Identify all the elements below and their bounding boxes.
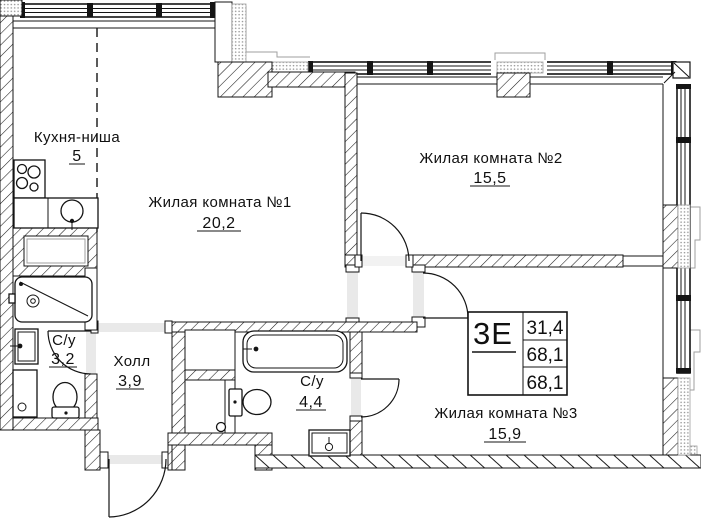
- pipe-riser-icon: [215, 421, 227, 433]
- corner-top-right: [663, 61, 691, 84]
- window-top-left: [13, 2, 232, 29]
- door-bath2: [360, 378, 400, 418]
- room1-area: 20,2: [202, 215, 235, 232]
- stamp-total-area-final: 68,1: [527, 373, 564, 394]
- shower-bath-icon: [8, 276, 93, 323]
- washing-machine-2-icon: [308, 429, 351, 457]
- bath1-label: С/у: [52, 332, 76, 349]
- room2-label: Жилая комната №2: [419, 150, 562, 167]
- bathtub-icon: [242, 330, 348, 373]
- toilet-icon: [51, 381, 80, 419]
- openings-layer: [86, 256, 424, 464]
- bath2-area: 4,4: [299, 394, 323, 411]
- stamp-total-area: 68,1: [527, 345, 564, 366]
- washbasin-icon: [10, 328, 39, 365]
- room1-label: Жилая комната №1: [148, 194, 291, 211]
- labels-layer: Кухня-ниша 5 Жилая комната №1 20,2 Жилая…: [34, 129, 577, 443]
- fixtures-layer: [8, 159, 351, 457]
- doors-layer: [47, 212, 469, 518]
- stamp-living-area: 31,4: [527, 318, 564, 339]
- stamp-apartment-type: 3Е: [473, 316, 513, 351]
- bath2-label: С/у: [300, 373, 324, 390]
- apartment-stamp: 3Е 31,4 68,1 68,1: [467, 311, 568, 396]
- kitchen-area: 5: [72, 148, 81, 165]
- door-room3: [422, 272, 469, 319]
- entry-door: [108, 458, 167, 518]
- kitchen-label: Кухня-ниша: [34, 129, 120, 146]
- room2-area: 15,5: [473, 170, 506, 187]
- stove-icon: [13, 159, 46, 199]
- toilet-2-icon: [228, 388, 272, 417]
- room3-area: 15,9: [488, 426, 521, 443]
- washing-machine-icon: [12, 369, 38, 418]
- room3-label: Жилая комната №3: [434, 405, 577, 422]
- kitchen-sink-icon: [13, 197, 99, 230]
- door-room2: [360, 212, 410, 262]
- door-bath1: [47, 330, 92, 375]
- bath1-area: 3,2: [51, 351, 75, 368]
- hall-label: Холл: [114, 353, 151, 370]
- hall-area: 3,9: [118, 373, 142, 390]
